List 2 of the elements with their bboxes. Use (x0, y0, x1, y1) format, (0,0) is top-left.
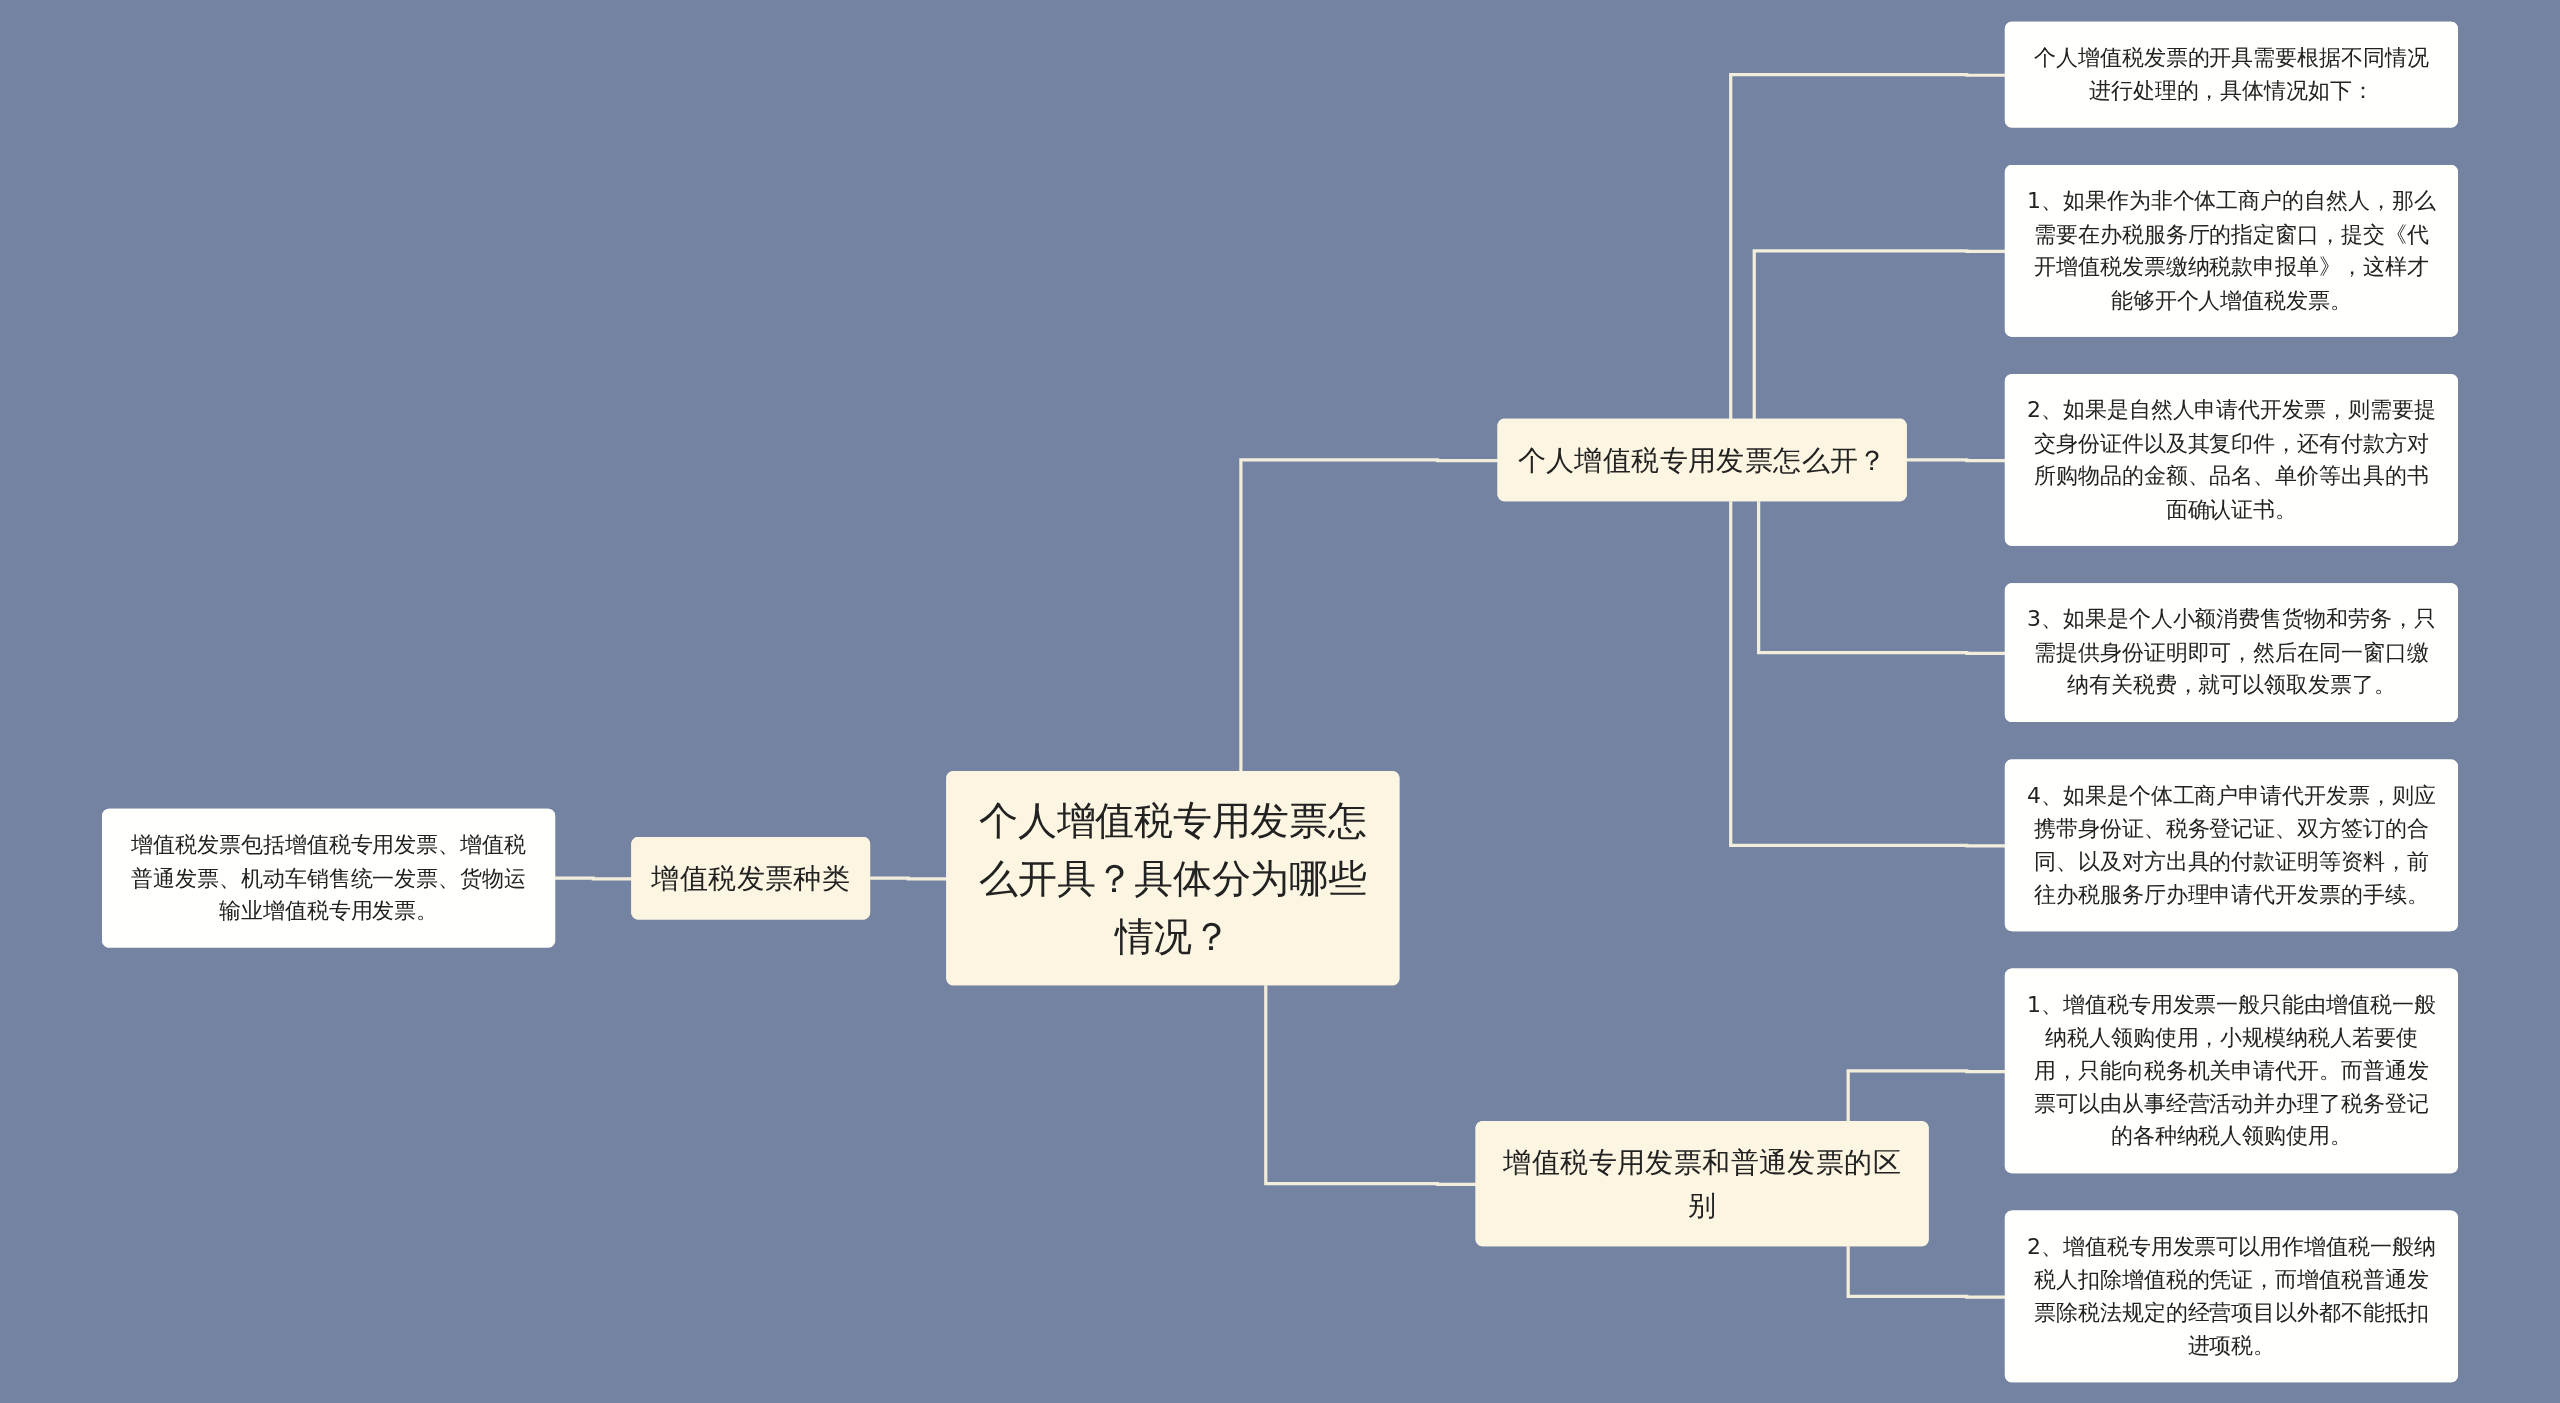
connector (1264, 984, 1477, 1186)
connector (1239, 457, 1499, 772)
